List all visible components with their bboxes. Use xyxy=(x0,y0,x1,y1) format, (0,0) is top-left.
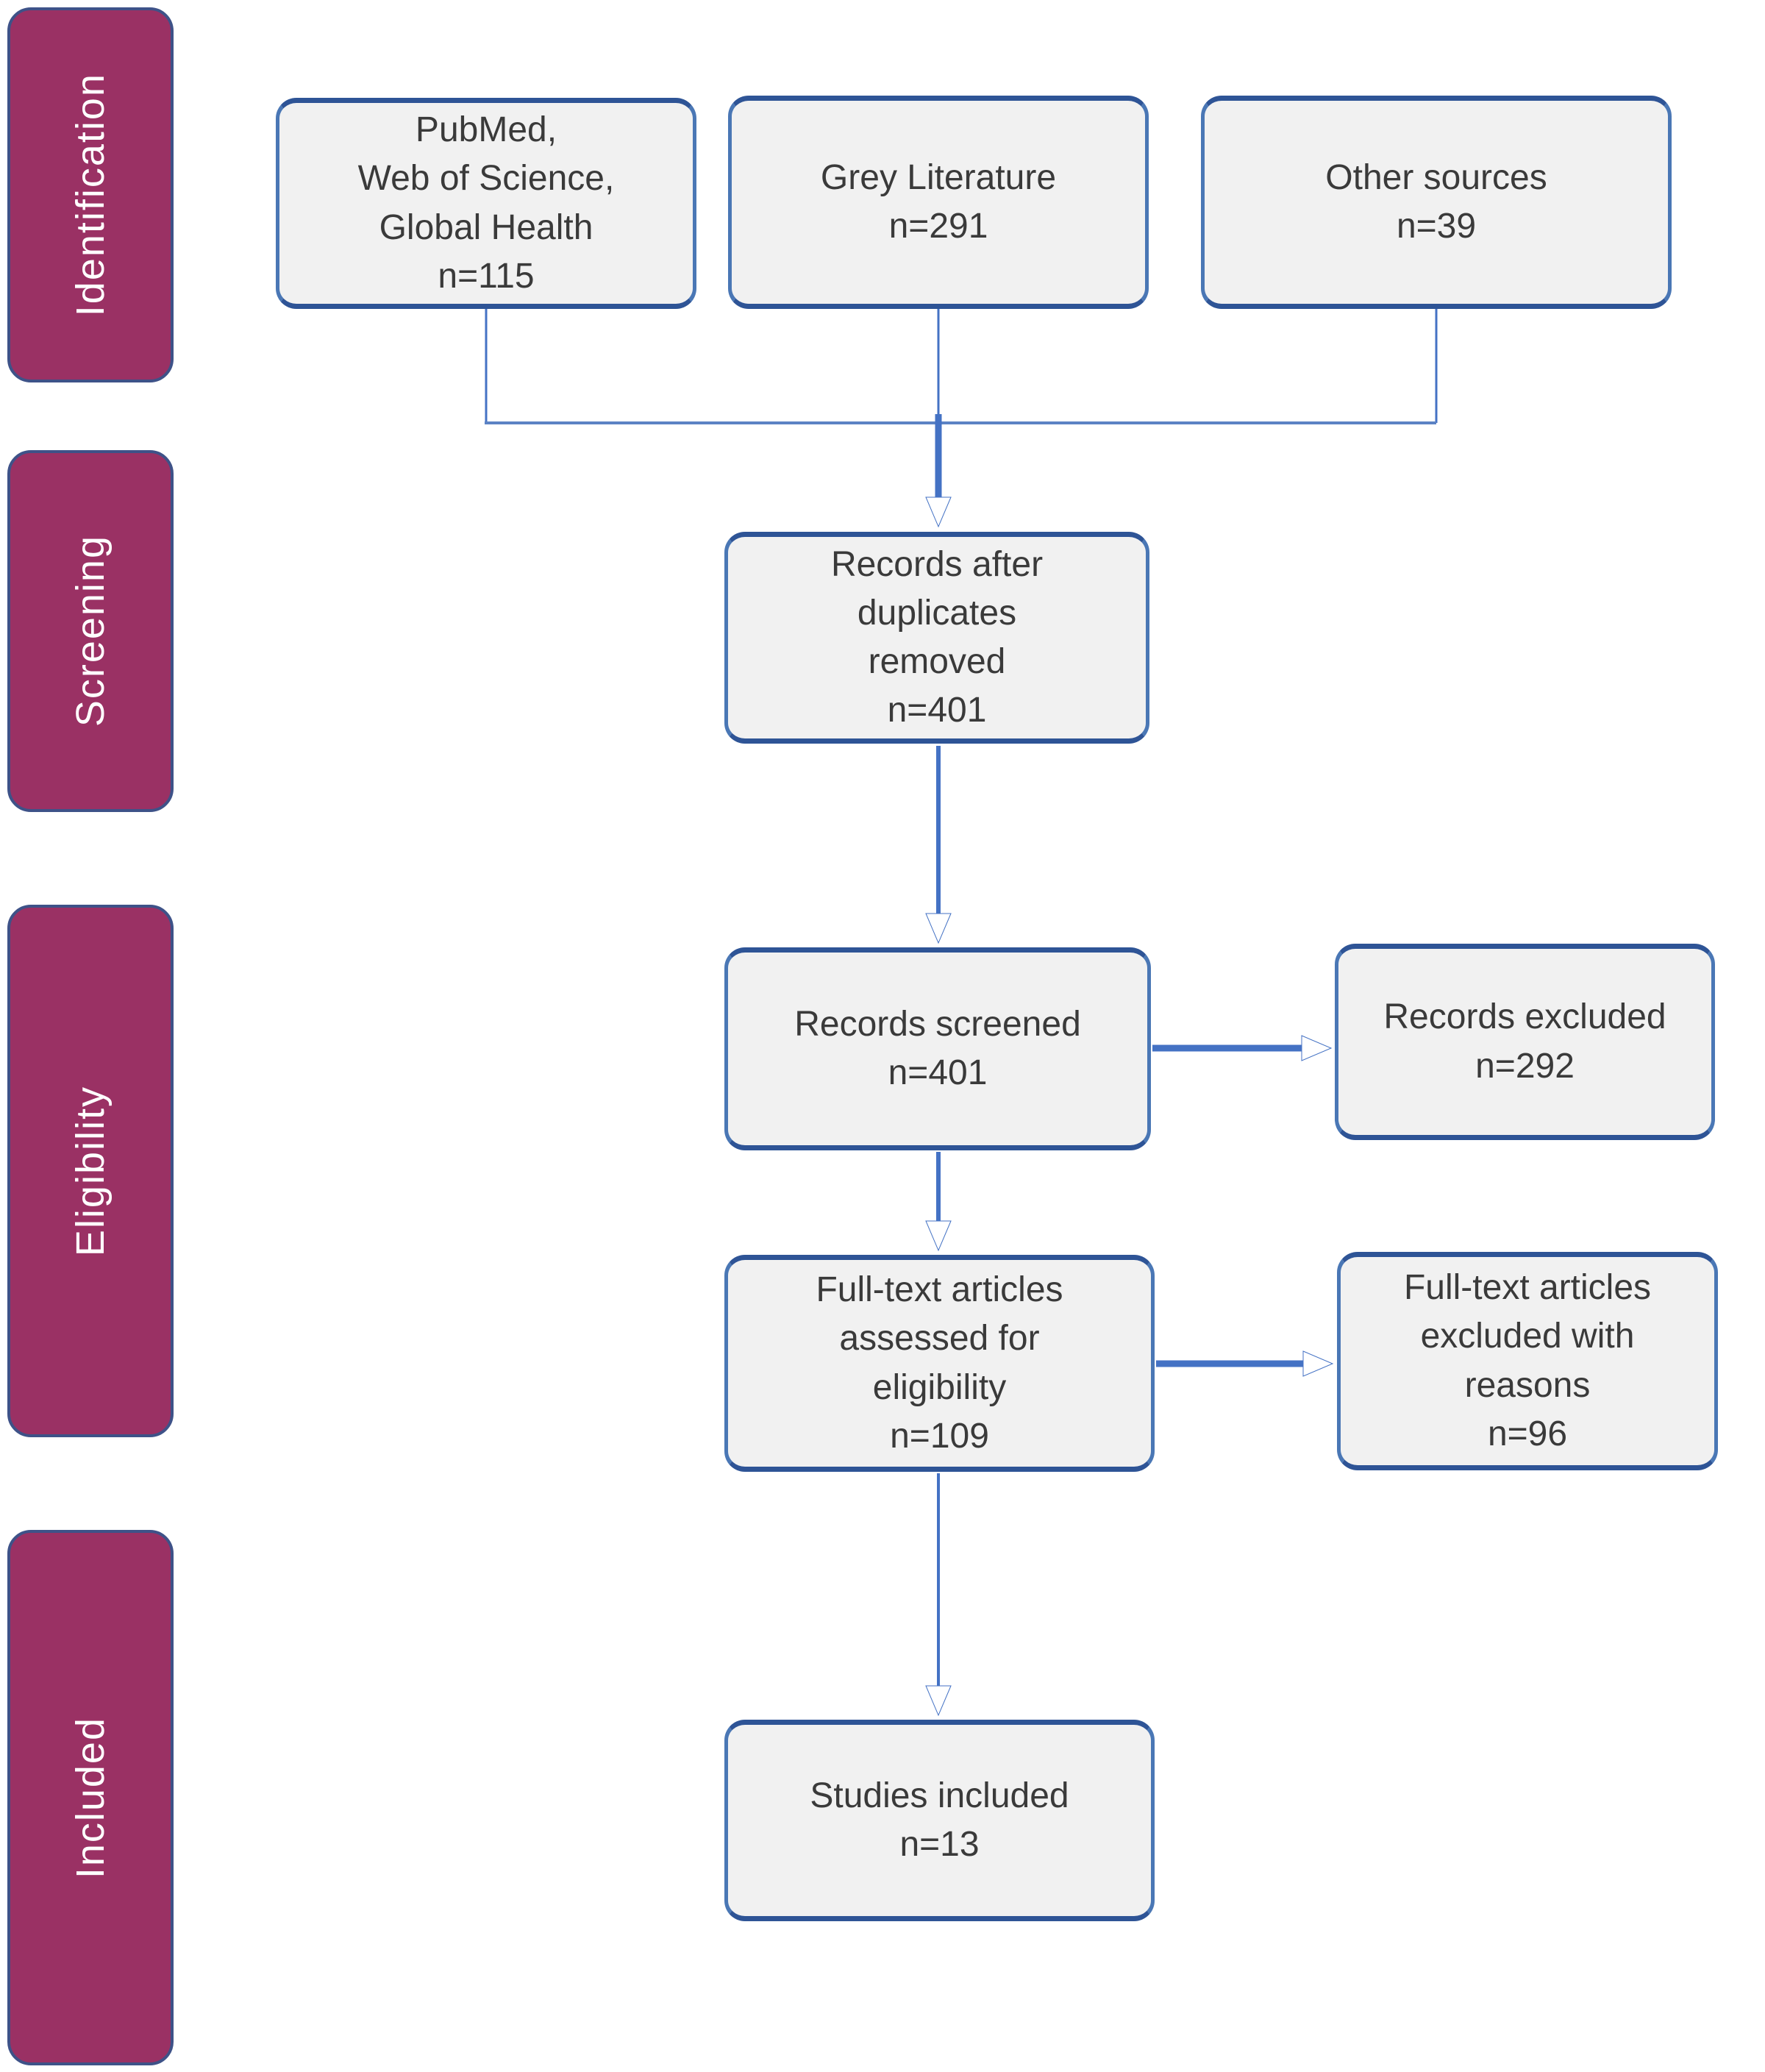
box-count: n=13 xyxy=(899,1825,980,1864)
stage-eligibility: Eligibility xyxy=(7,905,174,1437)
box-records-screened: Records screened n=401 xyxy=(724,947,1151,1150)
box-database-sources: PubMed, Web of Science, Global Health n=… xyxy=(276,98,696,309)
box-studies-included: Studies included n=13 xyxy=(724,1720,1155,1921)
box-label: Full-text articles excluded with reasons xyxy=(1403,1268,1652,1405)
stage-label-identification: Identification xyxy=(68,73,113,317)
box-grey-literature: Grey Literature n=291 xyxy=(728,96,1149,309)
box-label: Other sources xyxy=(1325,157,1547,197)
box-count: n=401 xyxy=(888,1053,988,1092)
stage-label-screening: Screening xyxy=(68,535,113,727)
stage-label-included: Included xyxy=(68,1716,113,1879)
box-label: PubMed, Web of Science, Global Health xyxy=(357,110,615,247)
box-label: Records after duplicates removed xyxy=(830,544,1044,681)
box-label: Studies included xyxy=(810,1776,1069,1815)
box-count: n=115 xyxy=(438,256,535,296)
box-label: Full-text articles assessed for eligibil… xyxy=(816,1270,1063,1407)
box-count: n=292 xyxy=(1475,1046,1575,1086)
box-fulltext-assessed: Full-text articles assessed for eligibil… xyxy=(724,1255,1155,1472)
box-count: n=39 xyxy=(1396,207,1477,246)
box-label: Records screened xyxy=(794,1004,1081,1044)
stage-included: Included xyxy=(7,1530,174,2065)
box-count: n=401 xyxy=(887,691,987,730)
box-count: n=96 xyxy=(1487,1414,1568,1453)
stage-label-eligibility: Eligibility xyxy=(68,1085,113,1257)
box-other-sources: Other sources n=39 xyxy=(1201,96,1672,309)
box-label: Records excluded xyxy=(1383,997,1666,1037)
box-label: Grey Literature xyxy=(820,157,1057,197)
stage-screening: Screening xyxy=(7,450,174,812)
box-count: n=109 xyxy=(890,1416,989,1456)
box-records-after-duplicates: Records after duplicates removed n=401 xyxy=(724,532,1149,744)
stage-identification: Identification xyxy=(7,7,174,382)
box-records-excluded: Records excluded n=292 xyxy=(1335,944,1715,1140)
box-count: n=291 xyxy=(888,207,988,246)
box-fulltext-excluded: Full-text articles excluded with reasons… xyxy=(1337,1252,1718,1470)
